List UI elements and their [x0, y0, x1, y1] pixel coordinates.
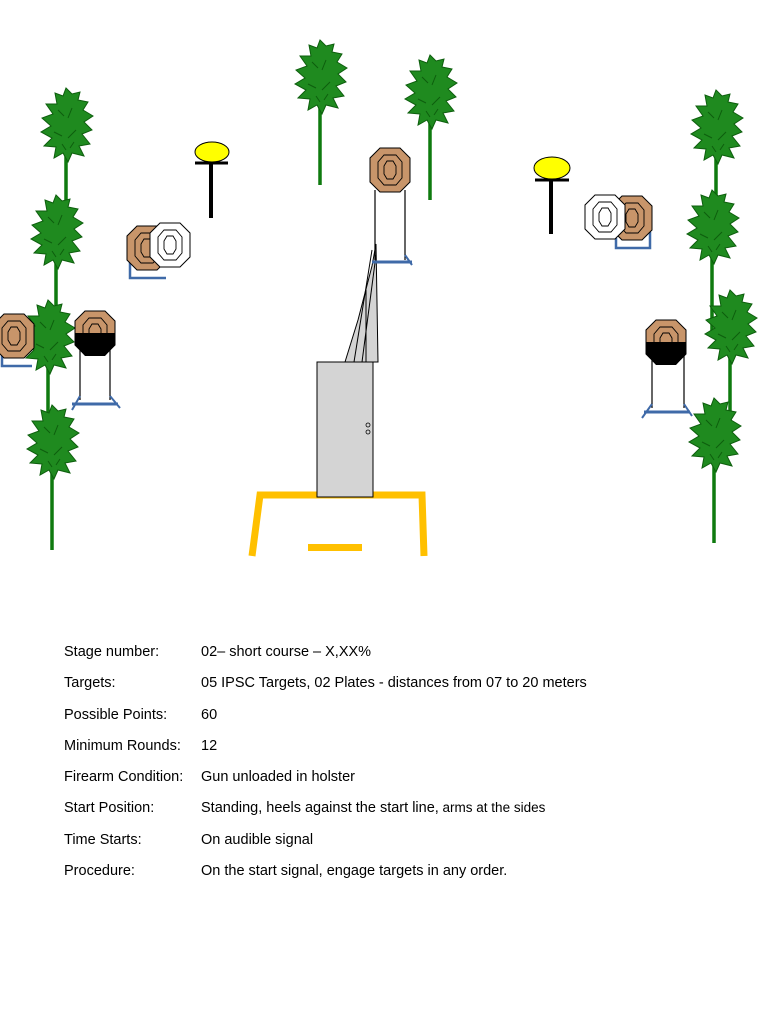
- briefing-row-procedure: Procedure: On the start signal, engage t…: [64, 859, 744, 890]
- start-box: [248, 491, 428, 557]
- ipsc-target-pair-left: [126, 222, 191, 280]
- briefing-row-start-position: Start Position: Standing, heels against …: [64, 796, 744, 827]
- no-shoot-target: [584, 194, 626, 240]
- ipsc-target-pair-right: [584, 194, 653, 250]
- row-label: Stage number:: [64, 644, 160, 660]
- tree-icon: [687, 396, 743, 545]
- ipsc-target-far-left: [0, 313, 35, 368]
- briefing-row-time-starts: Time Starts: On audible signal: [64, 828, 744, 859]
- steel-plate-left: [194, 141, 230, 218]
- briefing-row-minimum-rounds: Minimum Rounds: 12: [64, 734, 744, 765]
- row-value: 60: [201, 706, 218, 723]
- wall-structure: [316, 243, 379, 498]
- hard-cover-target-right: [641, 319, 693, 419]
- tree-icon: [293, 38, 349, 187]
- steel-plate-right: [533, 156, 571, 234]
- row-value-small: arms at the sides: [438, 800, 546, 816]
- tree-icon: [403, 53, 459, 202]
- row-label: Time Starts:: [64, 831, 142, 848]
- start-line: [308, 544, 362, 551]
- tree-icon: [25, 403, 81, 552]
- row-value: 05 IPSC Targets, 02 Plates - distances f…: [201, 675, 587, 692]
- stage-diagram: [0, 38, 759, 557]
- row-label: Procedure:: [64, 863, 135, 880]
- row-value: Gun unloaded in holster: [201, 769, 355, 786]
- briefing-row-firearm-condition: Firearm Condition: Gun unloaded in holst…: [64, 765, 744, 796]
- stage-briefing: Stage number: 02– short course – X,XX% T…: [64, 640, 744, 890]
- row-label: Possible Points:: [64, 706, 168, 723]
- hard-cover-target-left: [71, 310, 121, 411]
- door-wall: [316, 361, 374, 498]
- briefing-row-targets: Targets: 05 IPSC Targets, 02 Plates - di…: [64, 671, 744, 702]
- briefing-row-stage-number: Stage number: 02– short course – X,XX%: [64, 640, 744, 671]
- row-label: Minimum Rounds:: [64, 737, 181, 754]
- row-value: On audible signal: [201, 831, 314, 848]
- row-label: Firearm Condition:: [64, 769, 184, 786]
- row-value: On the start signal, engage targets in a…: [201, 863, 508, 880]
- row-label: Start Position:: [64, 800, 155, 817]
- no-shoot-target: [149, 222, 191, 268]
- ipsc-target-center: [369, 147, 413, 266]
- row-value: 12: [201, 737, 218, 754]
- row-value-main: Standing, heels against the start line,: [201, 800, 439, 817]
- briefing-row-possible-points: Possible Points: 60: [64, 703, 744, 734]
- row-label: Targets:: [64, 675, 116, 692]
- row-value: 02– short course – X,XX%: [201, 644, 372, 660]
- row-value: Standing, heels against the start line, …: [201, 796, 545, 820]
